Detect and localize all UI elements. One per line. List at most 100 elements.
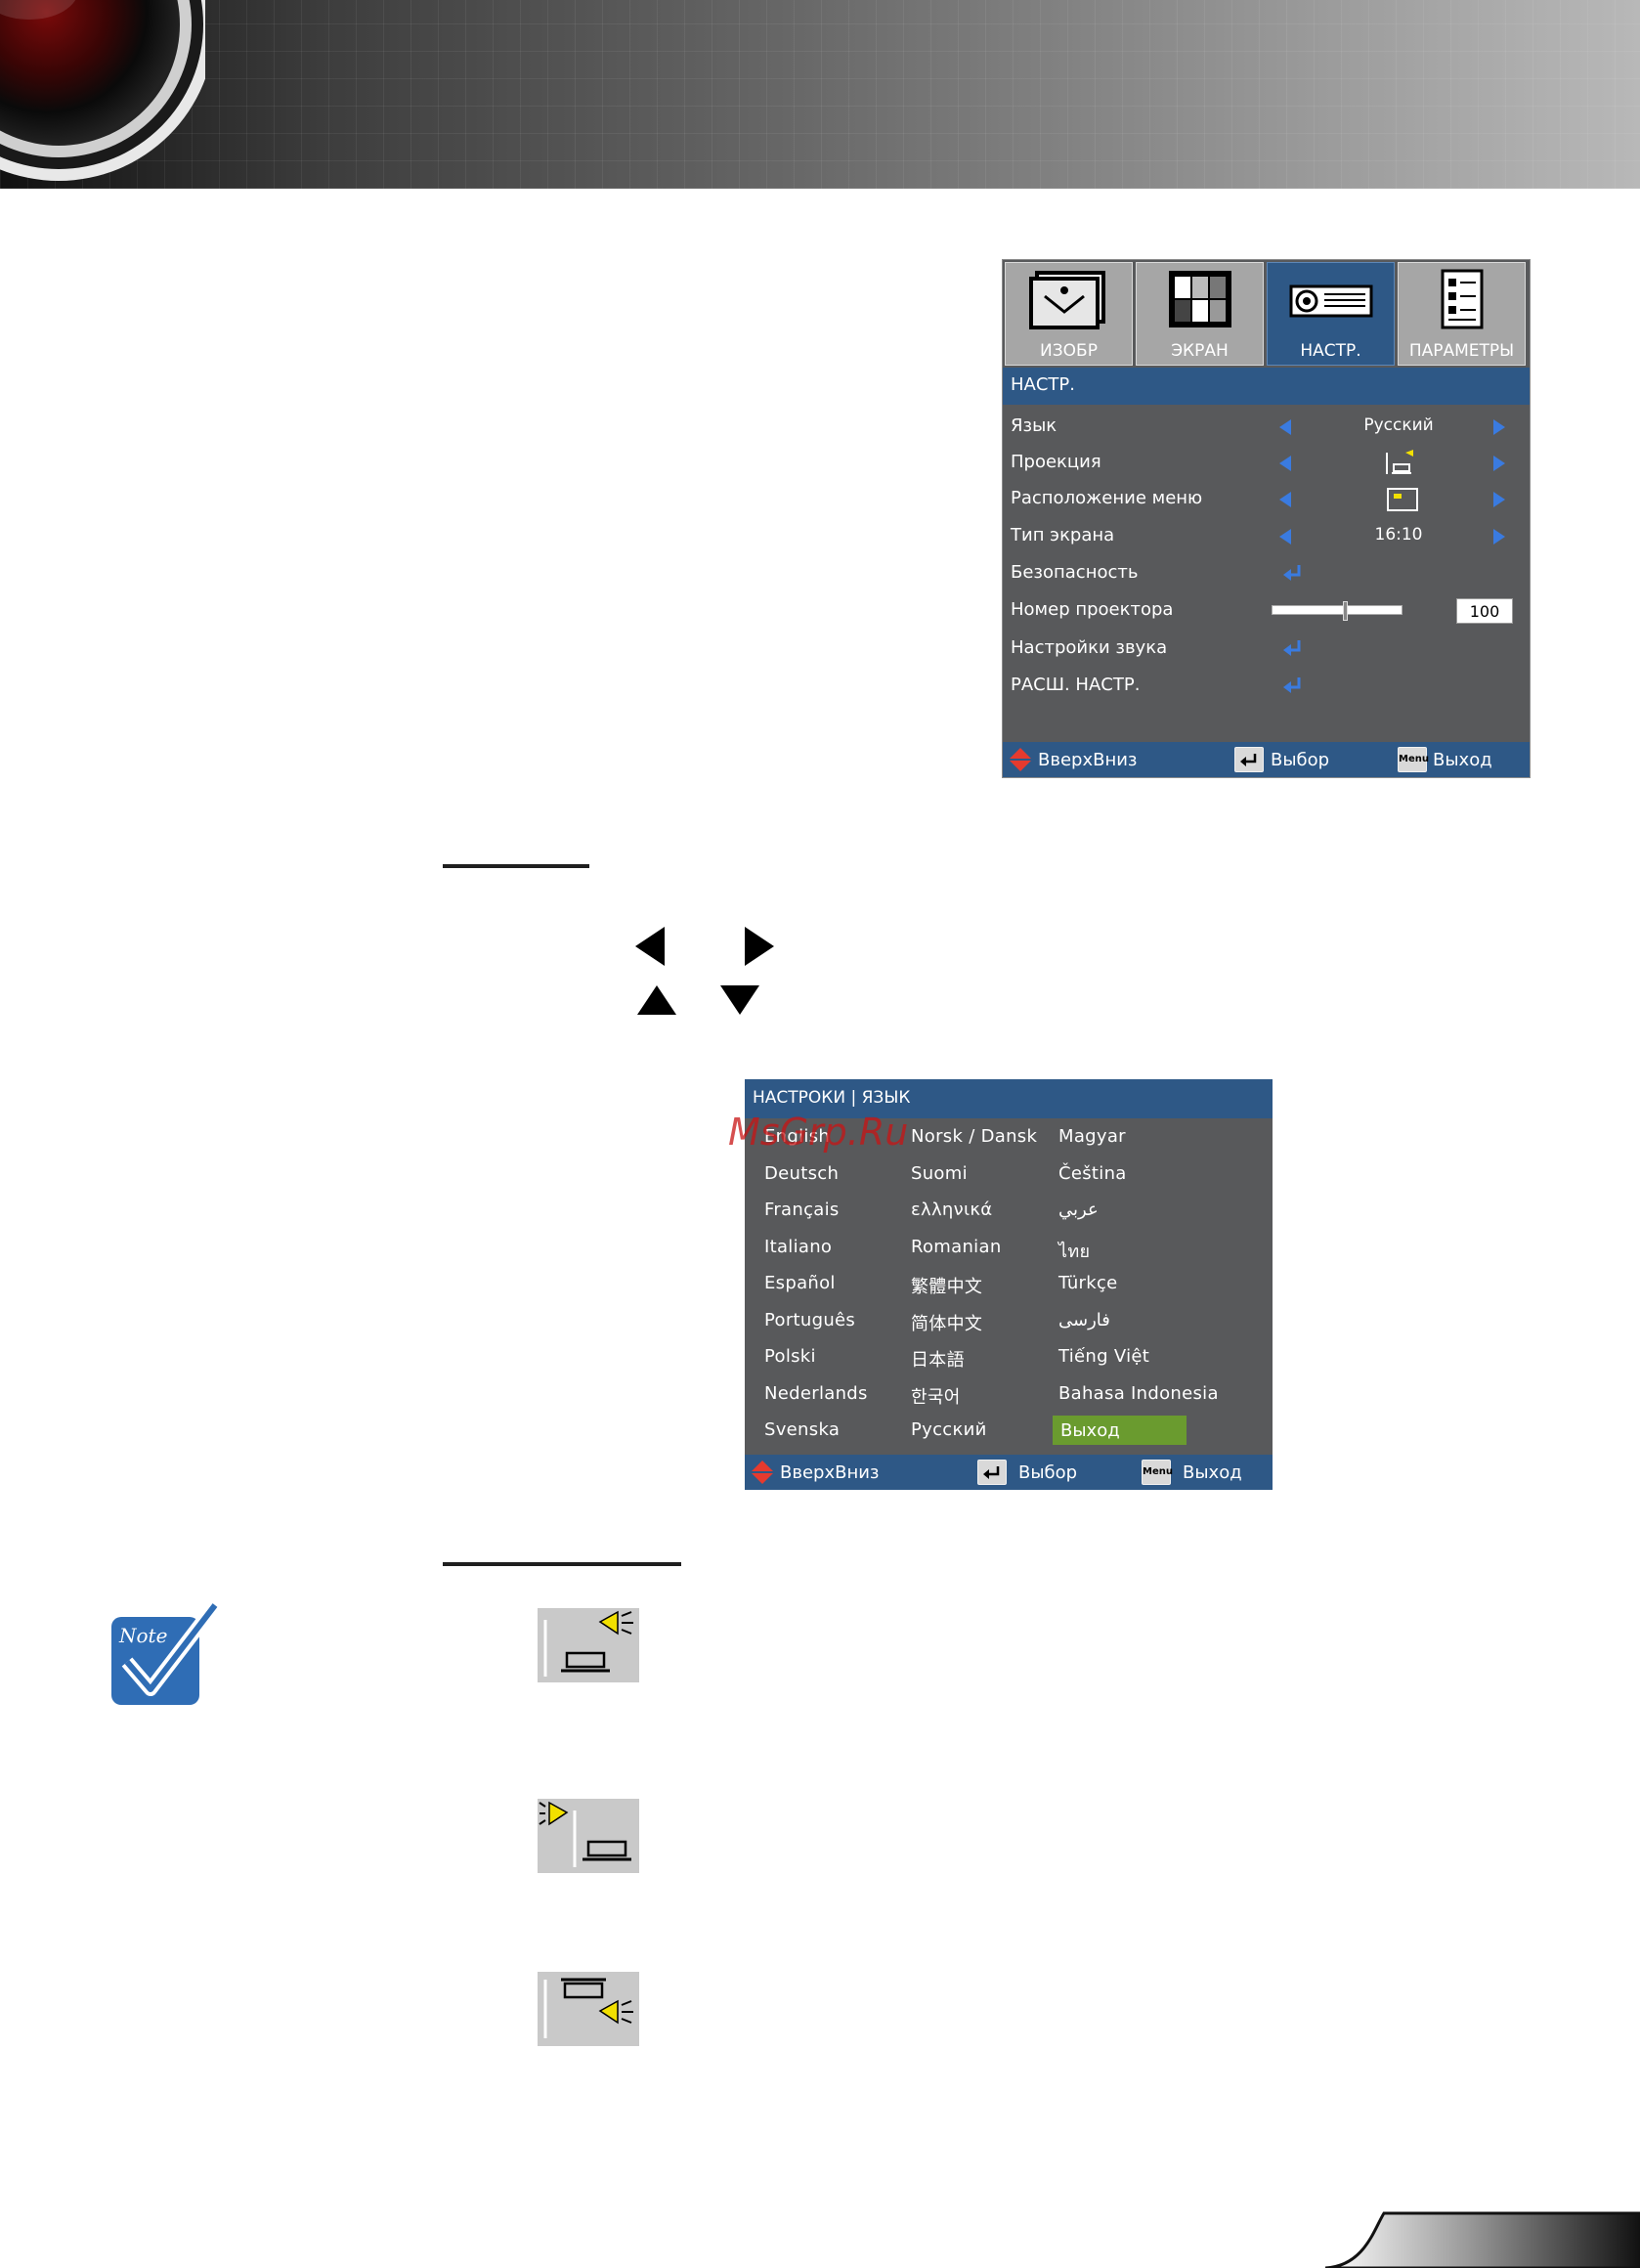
watermark: MsGrp.Ru: [728, 1111, 909, 1154]
row-label: РАСШ. НАСТР.: [1011, 675, 1141, 695]
language-option[interactable]: Bahasa Indonesia: [1058, 1383, 1219, 1404]
language-option[interactable]: فارسی: [1058, 1310, 1110, 1330]
updown-icon: [752, 1461, 773, 1484]
osd-tab-bar: ИЗОБР ЭКРАН НАСТР.: [1003, 260, 1530, 368]
language-option[interactable]: ελληνικά: [911, 1199, 993, 1220]
language-option[interactable]: Tiếng Việt: [1058, 1346, 1150, 1367]
enter-key-icon: [1234, 747, 1264, 772]
language-option[interactable]: Deutsch: [764, 1163, 840, 1184]
arrow-left-icon[interactable]: [1279, 529, 1291, 545]
language-option[interactable]: 繁體中文: [911, 1277, 983, 1297]
enter-icon[interactable]: [1281, 561, 1305, 585]
arrow-left-icon[interactable]: [1279, 492, 1291, 507]
tab-label: ИЗОБР: [1040, 341, 1098, 361]
footer-exit: Выход: [1433, 750, 1492, 770]
language-option[interactable]: Romanian: [911, 1237, 1002, 1257]
menu-row-projection[interactable]: Проекция: [1003, 445, 1530, 480]
row-label: Язык: [1011, 415, 1057, 436]
language-option[interactable]: Français: [764, 1199, 840, 1220]
tab-label: ЭКРАН: [1171, 341, 1229, 361]
row-label: Настройки звука: [1011, 637, 1168, 658]
arrow-left-icon: [635, 927, 665, 966]
footer-updown: ВверхВниз: [1038, 750, 1138, 770]
arrow-left-icon[interactable]: [1279, 456, 1291, 471]
footer-select: Выбор: [1271, 750, 1330, 770]
language-option[interactable]: عربي: [1058, 1199, 1099, 1220]
projector-icon: [1289, 284, 1372, 318]
menu-row-security[interactable]: Безопасность: [1003, 555, 1530, 590]
projection-front-icon: [1386, 450, 1413, 474]
row-label: Расположение меню: [1011, 488, 1203, 508]
footer-exit: Выход: [1183, 1462, 1242, 1483]
menu-row-audio-settings[interactable]: Настройки звука: [1003, 631, 1530, 666]
tab-label: ПАРАМЕТРЫ: [1408, 341, 1515, 361]
language-option[interactable]: Português: [764, 1310, 856, 1330]
arrow-left-icon[interactable]: [1279, 419, 1291, 435]
section-underline: [443, 1562, 681, 1566]
tab-label: НАСТР.: [1300, 341, 1361, 361]
exit-button[interactable]: Выход: [1053, 1416, 1187, 1445]
lens-icon: [0, 0, 205, 181]
projection-front-desktop-icon: [538, 1608, 639, 1682]
row-value: Русский: [1363, 415, 1434, 435]
projector-id-value-box: 100: [1456, 598, 1513, 624]
arrow-right-icon: [745, 927, 774, 966]
language-option[interactable]: English: [764, 1126, 831, 1147]
menu-position-icon: [1387, 488, 1418, 511]
menu-row-projector-id[interactable]: Номер проектора 100: [1003, 592, 1530, 628]
menu-key-icon: Menu: [1142, 1460, 1173, 1485]
arrow-right-icon[interactable]: [1493, 492, 1505, 507]
language-option[interactable]: Español: [764, 1273, 836, 1293]
language-option[interactable]: 日本語: [911, 1350, 965, 1371]
language-option[interactable]: 简体中文: [911, 1314, 983, 1334]
section-title-bar: НАСТР.: [1003, 368, 1530, 405]
language-option[interactable]: 한국어: [911, 1387, 961, 1408]
menu-key-icon: Menu: [1398, 747, 1429, 772]
arrow-right-icon[interactable]: [1493, 419, 1505, 435]
section-title: НАСТР.: [1011, 374, 1075, 395]
image-icon: [1028, 271, 1105, 329]
tab-display[interactable]: ЭКРАН: [1136, 262, 1264, 366]
language-title-bar: НАСТРОКИ | ЯЗЫК: [745, 1079, 1273, 1118]
footer-updown: ВверхВниз: [780, 1462, 880, 1483]
language-option[interactable]: Italiano: [764, 1237, 833, 1257]
language-option[interactable]: ไทย: [1058, 1242, 1091, 1262]
enter-icon[interactable]: [1281, 636, 1305, 660]
language-option[interactable]: Svenska: [764, 1419, 841, 1440]
language-option[interactable]: Nederlands: [764, 1383, 868, 1404]
note-icon: Note: [111, 1600, 221, 1705]
menu-row-advanced[interactable]: РАСШ. НАСТР.: [1003, 668, 1530, 703]
options-icon: [1441, 269, 1483, 329]
language-option[interactable]: Polski: [764, 1346, 816, 1367]
enter-icon[interactable]: [1281, 674, 1305, 697]
menu-row-screen-type[interactable]: Тип экрана 16:10: [1003, 518, 1530, 553]
arrow-right-icon[interactable]: [1493, 529, 1505, 545]
menu-row-menu-location[interactable]: Расположение меню: [1003, 481, 1530, 516]
arrow-down-icon: [720, 985, 759, 1015]
language-option[interactable]: Magyar: [1058, 1126, 1126, 1147]
note-label: Note: [118, 1624, 167, 1647]
language-option[interactable]: Türkçe: [1058, 1273, 1118, 1293]
display-icon: [1168, 271, 1231, 327]
projector-id-slider[interactable]: [1272, 601, 1403, 621]
osd-language-menu: НАСТРОКИ | ЯЗЫК English Deutsch Français…: [745, 1079, 1273, 1490]
row-label: Проекция: [1011, 452, 1101, 472]
language-option[interactable]: Norsk / Dansk: [911, 1126, 1038, 1147]
osd-setup-menu: ИЗОБР ЭКРАН НАСТР.: [1002, 259, 1531, 778]
section-underline: [443, 864, 589, 868]
language-option[interactable]: Русский: [911, 1419, 987, 1440]
menu-row-language[interactable]: Язык Русский: [1003, 409, 1530, 444]
page-tab: [1325, 2211, 1640, 2268]
arrow-right-icon[interactable]: [1493, 456, 1505, 471]
enter-key-icon: [977, 1460, 1007, 1485]
exit-label: Выход: [1060, 1420, 1120, 1441]
tab-setup[interactable]: НАСТР.: [1267, 262, 1395, 366]
language-option[interactable]: Čeština: [1058, 1163, 1127, 1184]
tab-image[interactable]: ИЗОБР: [1005, 262, 1133, 366]
arrow-up-icon: [637, 985, 676, 1015]
updown-icon: [1010, 748, 1031, 771]
language-option[interactable]: Suomi: [911, 1163, 968, 1184]
tab-options[interactable]: ПАРАМЕТРЫ: [1398, 262, 1526, 366]
slider-handle[interactable]: [1343, 601, 1348, 621]
header-banner: [0, 0, 1640, 189]
